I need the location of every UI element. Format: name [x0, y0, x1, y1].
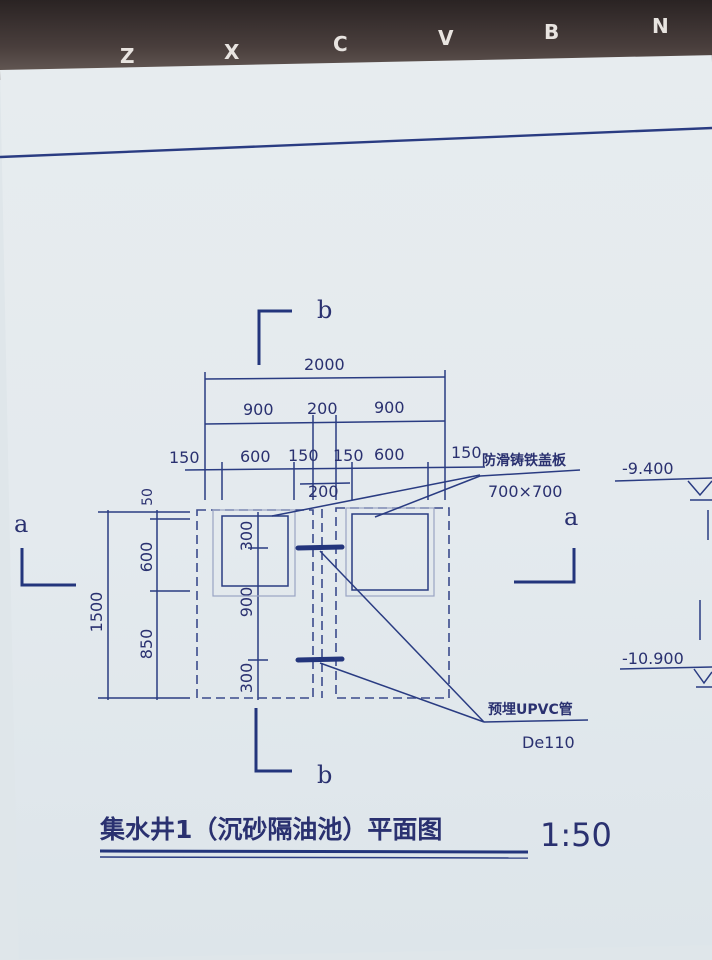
top-dimension-chain — [184, 370, 486, 500]
section-a-left-marker — [20, 548, 76, 587]
dim-total-width: 2000 — [304, 355, 345, 374]
key-x: X — [224, 40, 240, 64]
dim-150-a: 150 — [169, 448, 200, 467]
level-lower: -10.900 — [622, 649, 684, 668]
drawing-scale: 1:50 — [540, 816, 612, 854]
dim-850: 850 — [137, 629, 156, 660]
cover-left-frame — [212, 509, 296, 597]
section-b-top-label: b — [317, 296, 332, 324]
title-underline-thin — [99, 856, 529, 859]
key-n: N — [652, 14, 669, 38]
section-a-right-marker — [514, 548, 576, 584]
drawing-title: 集水井1（沉砂隔油池）平面图 — [99, 815, 442, 844]
key-v: V — [438, 26, 454, 50]
cover-label: 防滑铸铁盖板 — [482, 452, 567, 469]
dim-50: 50 — [140, 488, 156, 506]
cover-right-frame — [345, 507, 435, 597]
dim-900-inner: 900 — [237, 587, 256, 618]
elevation-marks — [614, 477, 712, 688]
dim-600-left: 600 — [137, 542, 156, 573]
section-b-bottom-marker — [254, 708, 292, 773]
dim-600-a: 600 — [240, 447, 271, 466]
cover-right-opening — [351, 513, 429, 591]
dim-150-d: 150 — [451, 443, 482, 462]
pipe-size: De110 — [522, 733, 575, 752]
title-underline-thick — [99, 849, 529, 854]
pipe-label: 预埋UPVC管 — [488, 701, 573, 718]
left-dimension-chain — [98, 510, 268, 700]
dim-150-c: 150 — [333, 446, 364, 465]
section-a-right-label: a — [564, 503, 578, 531]
section-a-left-label: a — [14, 510, 28, 538]
dim-600-b: 600 — [374, 445, 405, 464]
section-b-top-marker — [257, 309, 292, 365]
dim-900-right: 900 — [374, 398, 405, 417]
dim-300-bottom: 300 — [237, 663, 256, 694]
chamber-right-outline — [335, 507, 450, 699]
dim-200-top: 200 — [307, 399, 338, 418]
cover-size: 700×700 — [488, 482, 562, 501]
dim-300-top: 300 — [237, 521, 256, 552]
key-b: B — [544, 20, 560, 44]
sheet-border-line — [0, 126, 712, 159]
section-b-bottom-label: b — [317, 761, 332, 789]
dim-total-height: 1500 — [87, 592, 106, 633]
leader-lines — [271, 469, 589, 723]
dim-900-left: 900 — [243, 400, 274, 419]
key-c: C — [333, 32, 348, 56]
level-upper: -9.400 — [622, 459, 674, 478]
pipe-lower — [295, 656, 345, 663]
dim-150-b: 150 — [288, 446, 319, 465]
key-z: Z — [120, 44, 135, 68]
cover-left-opening — [221, 515, 289, 587]
pipe-upper — [295, 544, 345, 551]
dim-200-mid: 200 — [308, 482, 339, 501]
